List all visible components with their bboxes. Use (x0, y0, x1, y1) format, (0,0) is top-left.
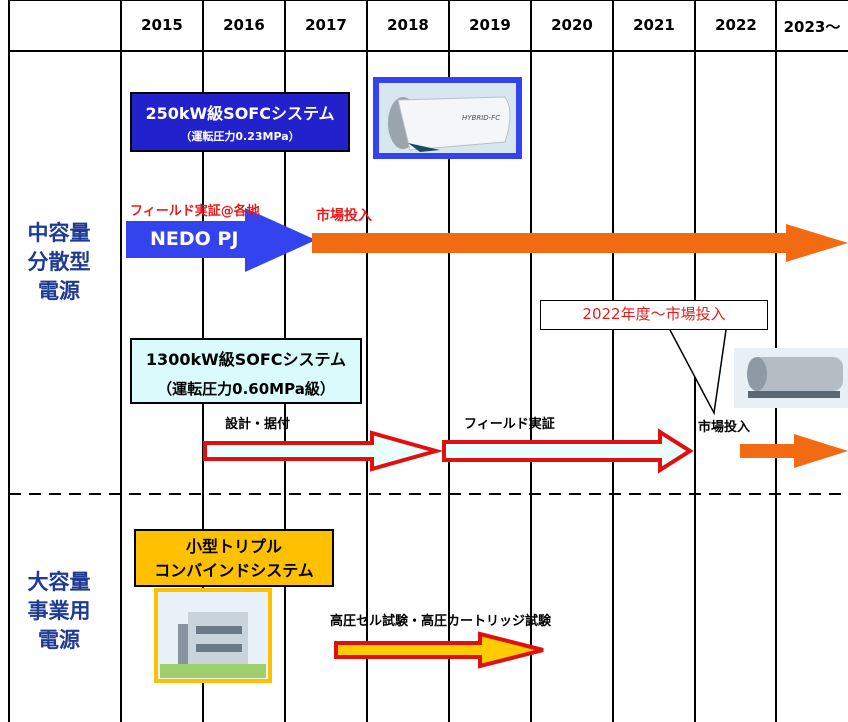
year-2017: 2017 (305, 16, 347, 34)
year-2015: 2015 (141, 16, 183, 34)
tests-arrow (334, 631, 544, 669)
callout-text: 2022年度～市場投入 (582, 305, 726, 323)
sofc-250kw-box: 250kW級SOFCシステム （運転圧力0.23MPa） (130, 92, 350, 152)
market-launch-callout: 2022年度～市場投入 (540, 300, 768, 330)
category-line: 電源 (38, 628, 80, 652)
year-2022: 2022 (715, 16, 757, 34)
year-2023-onward: 2023〜 (783, 18, 841, 36)
category-line: 大容量 (27, 570, 91, 594)
year-2018: 2018 (387, 16, 429, 34)
system-title-line: コンバインドシステム (154, 561, 314, 580)
market-launch-2022-label: 市場投入 (698, 420, 751, 435)
plant-pipes (196, 626, 242, 634)
nedo-pj-arrow (126, 208, 316, 272)
market-launch-arrow (312, 224, 848, 262)
plant-building (188, 612, 248, 664)
year-2016: 2016 (223, 16, 265, 34)
category-mid-capacity: 中容量 分散型 電源 (0, 219, 118, 306)
category-large-capacity: 大容量 事業用 電源 (0, 568, 118, 655)
unit-body (397, 96, 511, 151)
category-line: 事業用 (27, 599, 91, 623)
nedo-pj-label: NEDO PJ (150, 228, 239, 250)
tests-label: 高圧セル試験・高圧カートリッジ試験 (330, 614, 552, 629)
system-title: 250kW級SOFCシステム (145, 104, 335, 123)
unit-shell (748, 357, 843, 391)
field-demo-sites-label: フィールド実証@各地 (130, 204, 260, 219)
plant-pipes (196, 644, 242, 652)
system-subtitle: （運転圧力0.23MPa） (180, 130, 300, 143)
system-title: 1300kW級SOFCシステム (145, 350, 347, 369)
design-install-label: 設計・据付 (225, 417, 291, 432)
category-line: 電源 (38, 279, 80, 303)
callout-pointer (669, 329, 727, 416)
sofc-1300kw-box: 1300kW級SOFCシステム （運転圧力0.60MPa級） (130, 338, 362, 404)
category-line: 分散型 (27, 250, 91, 274)
plant-image (154, 588, 272, 683)
field-demo-label: フィールド実証 (464, 417, 555, 432)
field-demo-arrow (442, 428, 694, 474)
category-line: 中容量 (27, 221, 91, 245)
system-title-line: 小型トリプル (185, 537, 282, 556)
hybrid-fc-image (373, 77, 522, 159)
year-2020: 2020 (551, 16, 593, 34)
unit-end (747, 357, 767, 391)
sofc-1300kw-image (734, 348, 848, 408)
plant-stack (178, 624, 188, 664)
triple-combined-box: 小型トリプル コンバインドシステム (134, 529, 334, 587)
plant-ground (160, 664, 266, 678)
year-2021: 2021 (633, 16, 675, 34)
year-2019: 2019 (469, 16, 511, 34)
hybrid-fc-logo: HYBRID-FC (462, 114, 500, 122)
design-install-arrow (203, 430, 444, 472)
unit-base (748, 391, 840, 398)
system-subtitle: （運転圧力0.60MPa級） (157, 380, 335, 398)
market-launch-label: 市場投入 (316, 208, 372, 224)
unit-shadow (408, 143, 440, 152)
market-launch-2022-arrow (740, 434, 848, 468)
